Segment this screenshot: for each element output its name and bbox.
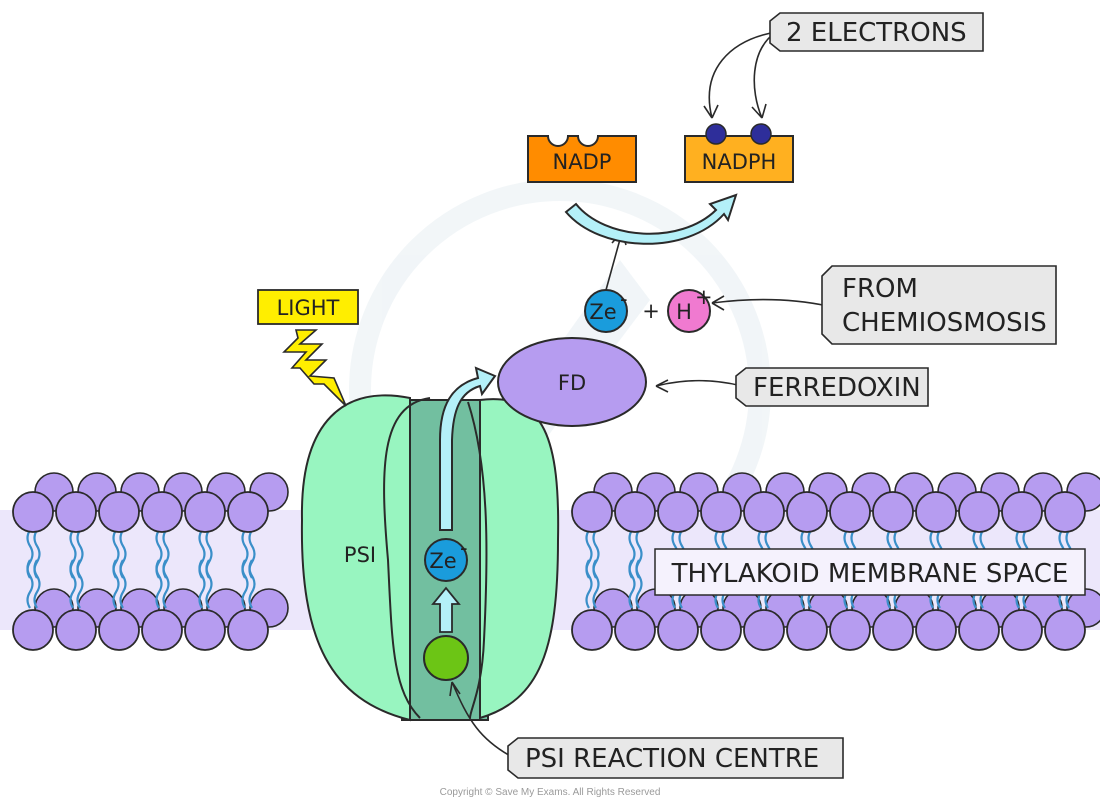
thylakoid-label-box	[654, 548, 1086, 596]
reaction-centre-label: PSI REACTION CENTRE	[525, 744, 819, 774]
nadph-electron-dot-2	[750, 123, 772, 145]
phospholipid-head	[786, 491, 828, 533]
phospholipid-head	[12, 491, 54, 533]
hydrogen-ion-label: H	[676, 300, 692, 324]
psi-label: PSI	[344, 543, 376, 567]
phospholipid-head	[227, 491, 269, 533]
phospholipid-head	[743, 609, 785, 651]
phospholipid-head	[1001, 609, 1043, 651]
plus-sign: +	[642, 299, 660, 323]
two-electrons-connector-1	[703, 31, 777, 119]
phospholipid-head	[829, 609, 871, 651]
phospholipid-head	[657, 491, 699, 533]
phospholipid-head	[12, 609, 54, 651]
two-electrons-callout-box	[769, 12, 984, 52]
ferredoxin-fd	[497, 337, 647, 427]
ferredoxin-label: FERREDOXIN	[753, 373, 921, 403]
ferredoxin-callout-box	[735, 367, 929, 407]
phospholipid-head	[227, 609, 269, 651]
nadph-label: NADPH	[702, 150, 777, 174]
electron-to-nadp-label: Ze	[589, 300, 616, 324]
nadph-electron-dot-1	[705, 123, 727, 145]
phospholipid-head	[915, 491, 957, 533]
phospholipid-head	[98, 491, 140, 533]
phospholipid-head	[915, 609, 957, 651]
chemiosmosis-label: CHEMIOSMOSIS	[842, 308, 1047, 338]
phospholipid-head	[55, 609, 97, 651]
electron-in-psi-label: Ze	[429, 549, 456, 573]
two-electrons-connector-2	[751, 31, 777, 119]
electron-transfer-arrow	[439, 366, 497, 531]
nadph-box	[684, 135, 794, 183]
hydrogen-ion-charge: +	[695, 285, 713, 309]
fd-label: FD	[558, 371, 586, 395]
phospholipid-head	[1044, 609, 1086, 651]
phospholipid-head	[829, 491, 871, 533]
phospholipid-head	[958, 491, 1000, 533]
thylakoid-label: THYLAKOID MEMBRANE SPACE	[671, 559, 1069, 589]
nadp-box	[527, 135, 637, 183]
electron-in-psi-charge: -	[460, 536, 468, 560]
phospholipid-head	[98, 609, 140, 651]
reaction-centre-callout-box	[507, 737, 844, 779]
nadp-label: NADP	[553, 150, 612, 174]
phospholipid-head	[743, 491, 785, 533]
reaction-centre-connector	[449, 681, 515, 759]
phospholipid-head	[1001, 491, 1043, 533]
two-electrons-label: 2 ELECTRONS	[786, 18, 967, 48]
lightning-bolt-icon	[282, 329, 347, 407]
phospholipid-head	[184, 609, 226, 651]
phospholipid-head	[141, 491, 183, 533]
phospholipid-head	[958, 609, 1000, 651]
electron-excitation-arrow	[431, 586, 461, 633]
ferredoxin-connector	[655, 379, 743, 393]
phospholipid-head	[700, 491, 742, 533]
phospholipid-head	[55, 491, 97, 533]
hydrogen-ion	[667, 289, 711, 333]
chemiosmosis-connector	[711, 295, 829, 311]
light-label: LIGHT	[277, 296, 340, 320]
phospholipid-head	[872, 609, 914, 651]
phospholipid-head	[141, 609, 183, 651]
chemiosmosis-callout-box	[821, 265, 1057, 345]
phospholipid-bilayer	[12, 472, 1100, 651]
phospholipid-head	[786, 609, 828, 651]
phospholipid-head	[184, 491, 226, 533]
phospholipid-head	[700, 609, 742, 651]
electron-in-psi	[424, 538, 468, 582]
phospholipid-head	[1044, 491, 1086, 533]
light-box	[257, 289, 359, 325]
from-label: FROM	[842, 274, 918, 304]
psi-reaction-centre	[423, 635, 469, 681]
electron-to-nadp-charge: -	[620, 287, 628, 311]
phospholipid-head	[657, 609, 699, 651]
phospholipid-head	[614, 491, 656, 533]
phospholipid-head	[571, 491, 613, 533]
copyright-notice: Copyright © Save My Exams. All Rights Re…	[440, 787, 661, 798]
phospholipid-head	[614, 609, 656, 651]
nadp-reduction-arrow	[564, 193, 738, 245]
phospholipid-head	[872, 491, 914, 533]
phospholipid-head	[571, 609, 613, 651]
